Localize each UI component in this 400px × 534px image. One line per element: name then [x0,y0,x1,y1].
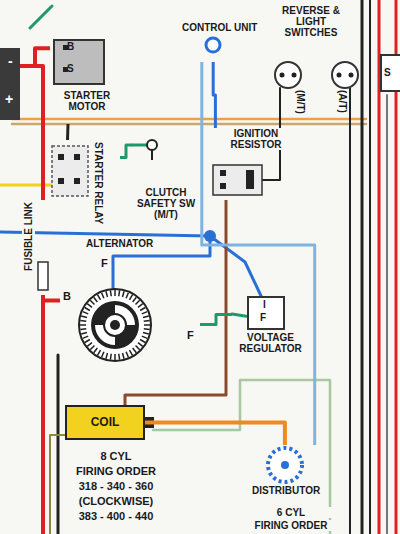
alternator: ALTERNATOR F B F [60,238,200,358]
ignition-resistor: IGNITION RESISTOR [210,128,290,200]
part-name: CONTROL UNIT [181,22,258,33]
starter-relay: STARTER RELAY [50,140,120,227]
terminal-letter: F [186,329,195,341]
junction-dot [204,230,216,242]
wire [66,124,70,140]
label-text: 6 CYL [245,507,337,518]
label-text: S [383,67,392,78]
wire [12,118,366,121]
terminal-letter: B [62,290,72,302]
wire [132,144,148,147]
starter-motor: BS STARTER MOTOR [50,38,122,124]
switch-symbol [147,140,157,150]
terminal-letter: F [259,312,267,323]
rotor-hub [110,320,120,330]
pin [349,73,354,78]
wire [125,200,226,405]
wire [361,0,364,534]
resistor-terminals [220,170,254,189]
part-name: REVERSE & LIGHT SWITCHES [270,5,352,38]
connector-box [381,55,400,91]
switch-symbol [151,150,153,160]
clutch-safety-switch: CLUTCH SAFETY SW (M/T) [132,125,200,225]
wire [200,315,232,325]
rotor-hub [105,315,125,335]
terminal-letter: B [66,41,75,52]
relay-box [52,146,88,196]
terminal-sign: + [4,92,14,107]
distributor-symbol [268,448,302,482]
label-text: 318 - 340 - 360 [70,480,162,492]
wire [50,435,65,534]
distributor-symbol [281,461,289,469]
label-text: FIRING ORDER [70,465,162,477]
connector-symbol [206,38,220,52]
wire [113,242,210,290]
terminal-letter: S [66,63,75,74]
wire [202,62,315,445]
part-name: DISTRIBUTOR [251,485,321,496]
wire [41,300,45,534]
fusible-link-symbol [38,262,48,290]
part-name: FUSIBLE LINK [22,202,35,271]
light-switch: (A/T) [332,55,362,130]
relay-terminals [58,154,80,184]
terminal-letter: F [100,257,109,269]
wire [349,88,351,534]
switch-symbol [332,62,358,88]
resistor-box [213,165,262,195]
alternator-symbol [79,289,151,361]
pin [280,73,285,78]
wire [145,423,285,446]
wire [213,62,215,128]
terminal-sign: - [7,54,14,69]
switch-variant: (M/T) [294,90,307,114]
regulator-box [248,297,284,329]
switch-symbol [275,62,301,88]
wire [43,295,60,300]
label-text: 8 CYL [70,450,162,462]
ignition-coil: COIL [65,405,145,440]
label-text: FIRING ORDER [245,520,337,531]
part-name: COIL [90,416,121,429]
terminal-letter: I [262,299,267,310]
distributor: DISTRIBUTOR [245,445,330,500]
part-name: STARTER RELAY [92,142,105,224]
part-name: CLUTCH SAFETY SW (M/T) [134,187,198,220]
alternator-teeth [80,290,150,360]
wire [30,6,52,28]
label-text: 383 - 400 - 440 [70,510,162,522]
wire [20,48,50,66]
fusible-link: FUSIBLE LINK [22,200,52,295]
control-unit: CONTROL UNIT [178,22,273,62]
part-name: VOLTAGE REGULATOR [232,332,309,354]
wire [20,66,43,200]
wire [12,123,366,126]
pin [337,73,342,78]
voltage-regulator: IF VOLTAGE REGULATOR [232,295,311,360]
part-name: STARTER MOTOR [58,90,116,112]
battery: -+ [0,48,20,120]
label-text: (CLOCKWISE) [70,495,162,507]
alternator-rotor [91,301,139,349]
pin [292,73,297,78]
wire [57,355,60,534]
wire [120,145,132,157]
switch-variant: (A/T) [336,90,349,113]
wire [369,0,371,534]
part-name: IGNITION RESISTOR [224,128,288,150]
wire [386,95,388,534]
part-name: ALTERNATOR [85,238,154,249]
starter-motor-body [54,40,104,84]
